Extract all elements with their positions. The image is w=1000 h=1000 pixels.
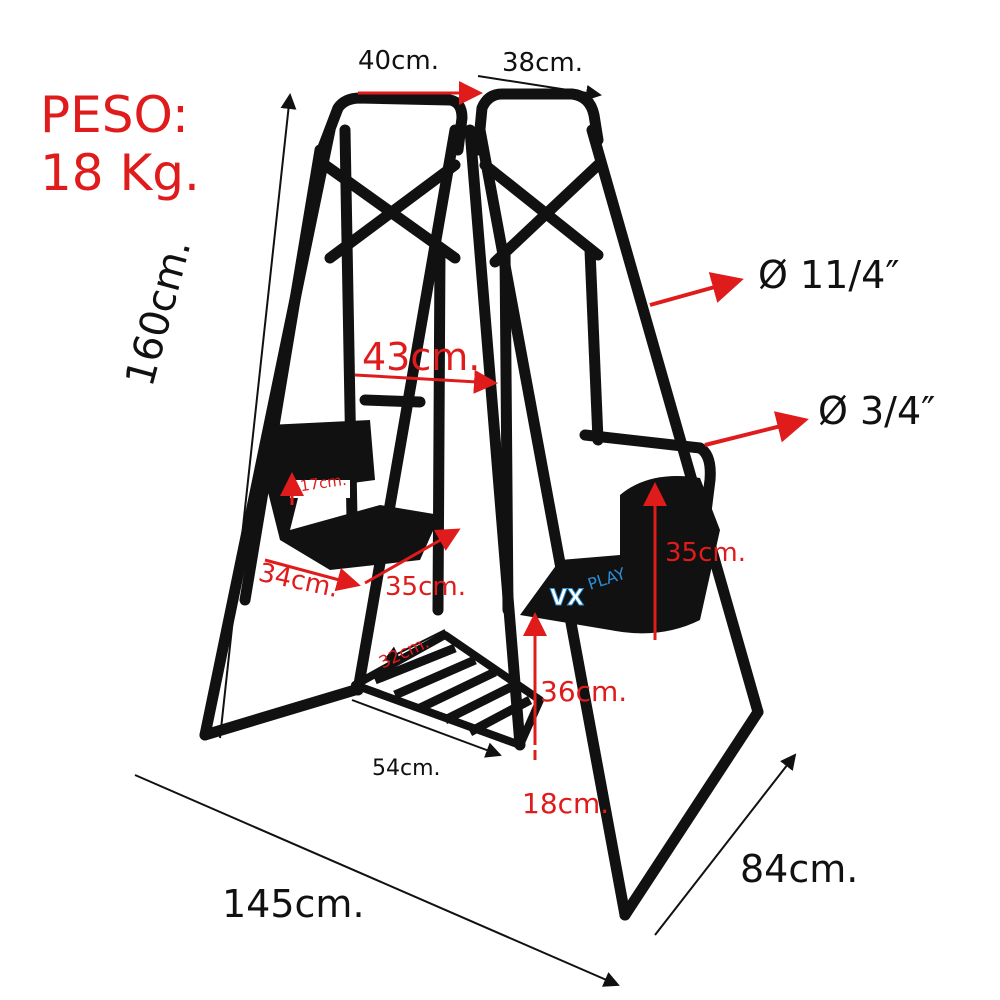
right-seat — [520, 476, 720, 634]
tube-small-label: Ø 3/4″ — [818, 389, 936, 433]
base-depth-label: 84cm. — [740, 847, 859, 891]
dimension-arrows — [134, 75, 797, 987]
right-seat-back-label: 35cm. — [665, 538, 746, 568]
annotation-arrows — [264, 81, 809, 760]
left-seat — [265, 420, 440, 570]
platform-width-label: 54cm. — [372, 756, 441, 781]
platform-height-label: 36cm. — [540, 675, 628, 708]
platform-slats — [373, 643, 533, 736]
base-length-label: 145cm. — [222, 882, 365, 926]
top-right-width-label: 38cm. — [502, 48, 583, 78]
weight-value: 18 Kg. — [40, 144, 200, 202]
weight-label: PESO: — [40, 86, 189, 144]
frame — [199, 88, 764, 921]
svg-text:VX: VX — [550, 586, 584, 611]
seat-spacing-label: 43cm. — [362, 335, 481, 379]
seat-width-label: 35cm. — [385, 572, 466, 602]
tube-large-label: Ø 11/4″ — [758, 253, 900, 297]
ground-clearance-label: 18cm. — [522, 787, 610, 820]
top-left-width-label: 40cm. — [358, 46, 439, 76]
